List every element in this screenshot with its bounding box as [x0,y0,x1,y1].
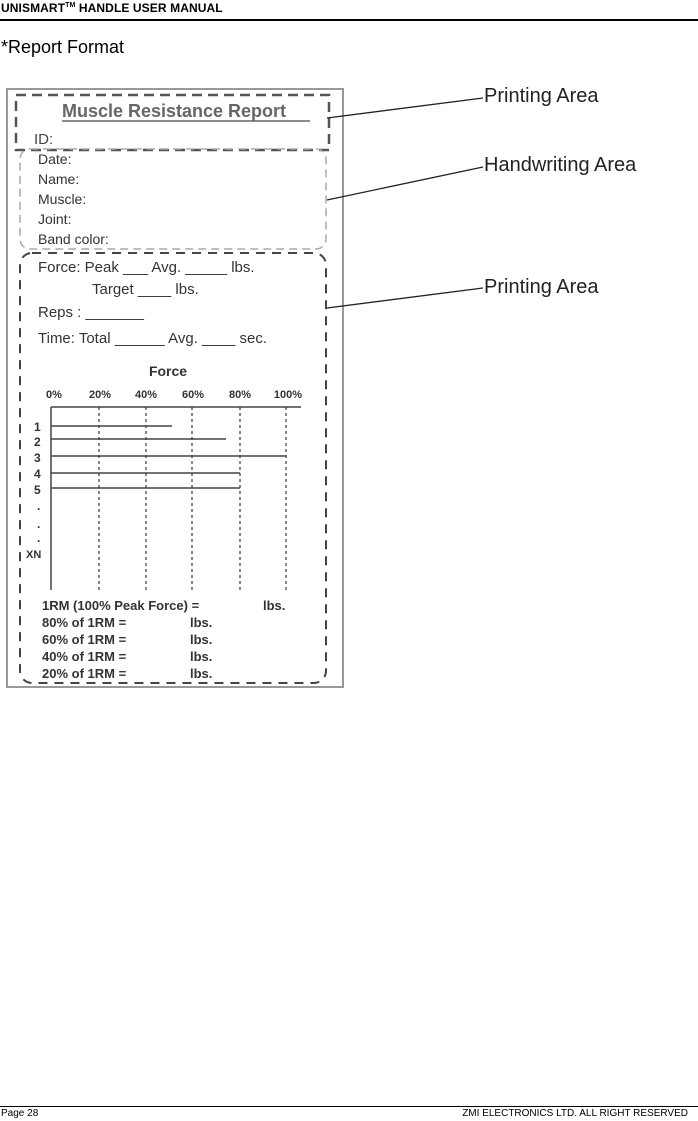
svg-text:lbs.: lbs. [190,615,212,630]
joint-field: Joint: [38,211,71,227]
x-tick-labels: 0% 20% 40% 60% 80% 100% [46,389,302,401]
svg-text:80%: 80% [229,389,251,401]
svg-text:lbs.: lbs. [263,598,285,613]
page-header: UNISMARTTM HANDLE USER MANUAL [0,0,698,21]
force-bars [51,425,286,489]
report-format-figure: Muscle Resistance Report ID: Date: Name:… [6,88,344,688]
handwriting-area [19,148,327,250]
svg-text:5: 5 [34,483,41,497]
svg-text:20% of 1RM =: 20% of 1RM = [42,666,127,681]
svg-text:XN: XN [26,549,41,561]
svg-text:1RM (100% Peak Force) =: 1RM (100% Peak Force) = [42,598,200,613]
rep-labels: 1 2 3 4 5 . . . XN [26,420,41,561]
callout-lines [326,97,484,309]
section-title: *Report Format [1,37,125,57]
summary-lines: 1RM (100% Peak Force) = lbs. 80% of 1RM … [42,598,285,681]
muscle-field: Muscle: [38,191,86,207]
force-line: Force: Peak ___ Avg. _____ lbs. [38,259,255,276]
grid-lines [98,407,287,590]
reps-line: Reps : _______ [38,304,145,321]
svg-text:lbs.: lbs. [190,632,212,647]
callout-printing-area-top: Printing Area [484,85,599,107]
svg-text:4: 4 [34,467,41,481]
svg-text:3: 3 [34,451,41,465]
svg-text:1: 1 [34,420,41,434]
page-number: Page 28 [1,1108,39,1119]
date-field: Date: [38,151,71,167]
svg-text:2: 2 [34,435,41,449]
manual-title: UNISMARTTM HANDLE USER MANUAL [1,1,223,15]
svg-text:20%: 20% [89,389,111,401]
svg-text:lbs.: lbs. [190,666,212,681]
printing-area-top [14,93,331,152]
report-diagram: Muscle Resistance Report ID: Date: Name:… [14,93,331,684]
svg-text:100%: 100% [274,389,302,401]
report-title: Muscle Resistance Report [62,101,286,121]
footer-rule [0,1106,698,1107]
time-line: Time: Total ______ Avg. ____ sec. [38,330,267,347]
svg-text:60% of 1RM =: 60% of 1RM = [42,632,127,647]
svg-text:40% of 1RM =: 40% of 1RM = [42,649,127,664]
svg-text:0%: 0% [46,389,62,401]
printing-area-bottom [19,252,327,684]
callout-printing-area-bottom: Printing Area [484,276,599,298]
svg-text:.: . [37,499,40,513]
svg-text:lbs.: lbs. [190,649,212,664]
chart-title: Force [149,363,187,379]
svg-text:60%: 60% [182,389,204,401]
id-label: ID: [34,131,53,148]
band-color-field: Band color: [38,231,109,247]
svg-text:.: . [37,531,40,545]
callout-handwriting-area: Handwriting Area [484,154,637,176]
svg-text:80% of 1RM =: 80% of 1RM = [42,615,127,630]
svg-text:40%: 40% [135,389,157,401]
svg-text:.: . [37,517,40,531]
name-field: Name: [38,171,79,187]
target-line: Target ____ lbs. [92,281,199,298]
copyright: ZMI ELECTRONICS LTD. ALL RIGHT RESERVED [462,1108,688,1119]
